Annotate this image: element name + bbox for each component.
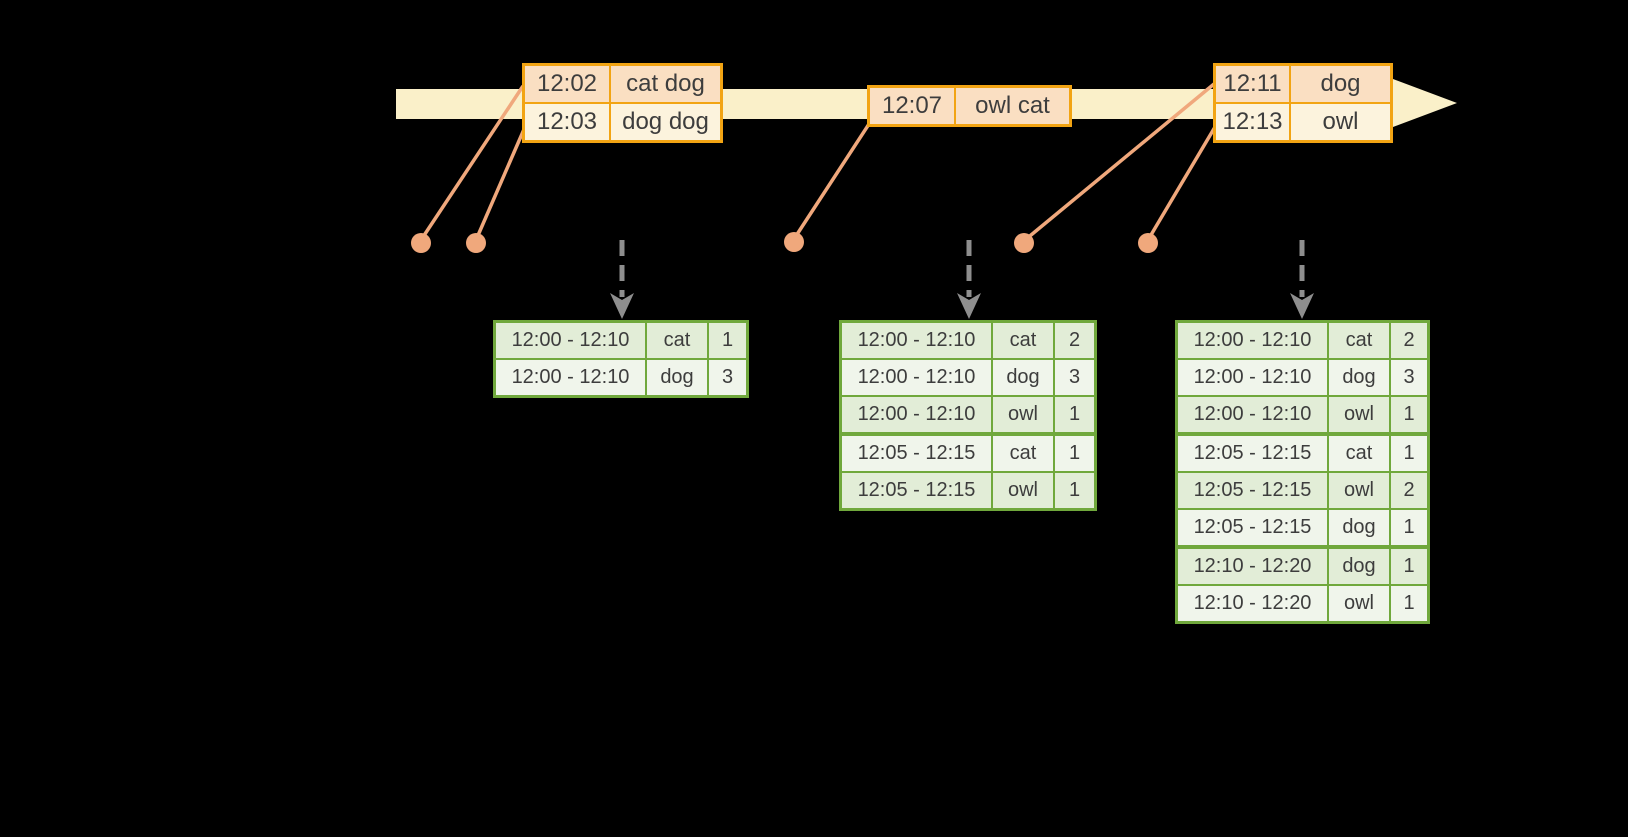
cell-window: 12:05 - 12:15 [839, 432, 993, 473]
cell-word: cat [991, 320, 1055, 360]
cell-word: dog [1327, 358, 1391, 397]
cell-count: 1 [1389, 395, 1430, 435]
cell-window: 12:05 - 12:15 [1175, 508, 1329, 548]
cell-window: 12:05 - 12:15 [839, 471, 993, 511]
cell-count: 2 [1389, 320, 1430, 360]
cell-word: cat [991, 432, 1055, 473]
cell-window: 12:10 - 12:20 [1175, 545, 1329, 586]
cell-word: dog [1327, 508, 1391, 548]
cell-window: 12:00 - 12:10 [1175, 358, 1329, 397]
cell-window: 12:10 - 12:20 [1175, 584, 1329, 624]
cell-time: 12:13 [1213, 102, 1291, 143]
cell-word: dog [645, 358, 709, 398]
event-dot-1207 [784, 232, 804, 252]
cell-word: owl [991, 471, 1055, 511]
cell-window: 12:00 - 12:10 [493, 320, 647, 360]
arrow-down-icon [957, 293, 981, 319]
cell-count: 2 [1053, 320, 1097, 360]
connector-line-1211 [1023, 82, 1216, 242]
timeline-arrowhead-icon [1393, 79, 1457, 127]
event-dot-1213 [1138, 233, 1158, 253]
cell-count: 3 [1053, 358, 1097, 397]
event-dot-1202 [411, 233, 431, 253]
cell-count: 1 [1389, 432, 1430, 473]
trigger-arrow-2 [957, 240, 981, 319]
cell-count: 3 [1389, 358, 1430, 397]
cell-window: 12:05 - 12:15 [1175, 471, 1329, 510]
cell-word: owl [991, 395, 1055, 435]
connector-line-1202 [419, 85, 525, 241]
cell-time: 12:11 [1213, 63, 1291, 104]
cell-window: 12:00 - 12:10 [839, 320, 993, 360]
cell-time: 12:07 [867, 85, 956, 127]
cell-word: cat [1327, 432, 1391, 473]
arrow-down-icon [610, 293, 634, 319]
trigger-arrow-3 [1290, 240, 1314, 319]
cell-window: 12:00 - 12:10 [839, 358, 993, 397]
cell-count: 2 [1389, 471, 1430, 510]
cell-window: 12:00 - 12:10 [839, 395, 993, 435]
cell-word: cat [645, 320, 709, 360]
event-dot-1203 [466, 233, 486, 253]
cell-words: dog [1289, 63, 1393, 104]
event-dot-1211 [1014, 233, 1034, 253]
cell-time: 12:02 [522, 63, 611, 104]
cell-count: 1 [1389, 545, 1430, 586]
cell-time: 12:03 [522, 102, 611, 143]
cell-count: 1 [1389, 584, 1430, 624]
connector-line-1203 [474, 126, 527, 241]
cell-count: 1 [1053, 432, 1097, 473]
cell-count: 1 [1053, 471, 1097, 511]
cell-count: 1 [707, 320, 749, 360]
cell-count: 1 [1053, 395, 1097, 435]
cell-window: 12:05 - 12:15 [1175, 432, 1329, 473]
cell-words: cat dog [609, 63, 723, 104]
cell-word: owl [1327, 395, 1391, 435]
cell-word: dog [991, 358, 1055, 397]
cell-words: owl cat [954, 85, 1072, 127]
cell-window: 12:00 - 12:10 [1175, 320, 1329, 360]
cell-word: dog [1327, 545, 1391, 586]
cell-word: owl [1327, 471, 1391, 510]
cell-window: 12:00 - 12:10 [1175, 395, 1329, 435]
arrow-down-icon [1290, 293, 1314, 319]
connector-line-1213 [1146, 126, 1217, 241]
cell-words: owl [1289, 102, 1393, 143]
trigger-arrow-1 [610, 240, 634, 319]
cell-count: 3 [707, 358, 749, 398]
cell-count: 1 [1389, 508, 1430, 548]
cell-word: owl [1327, 584, 1391, 624]
cell-word: cat [1327, 320, 1391, 360]
connector-line-1207 [792, 123, 871, 240]
cell-window: 12:00 - 12:10 [493, 358, 647, 398]
cell-words: dog dog [609, 102, 723, 143]
